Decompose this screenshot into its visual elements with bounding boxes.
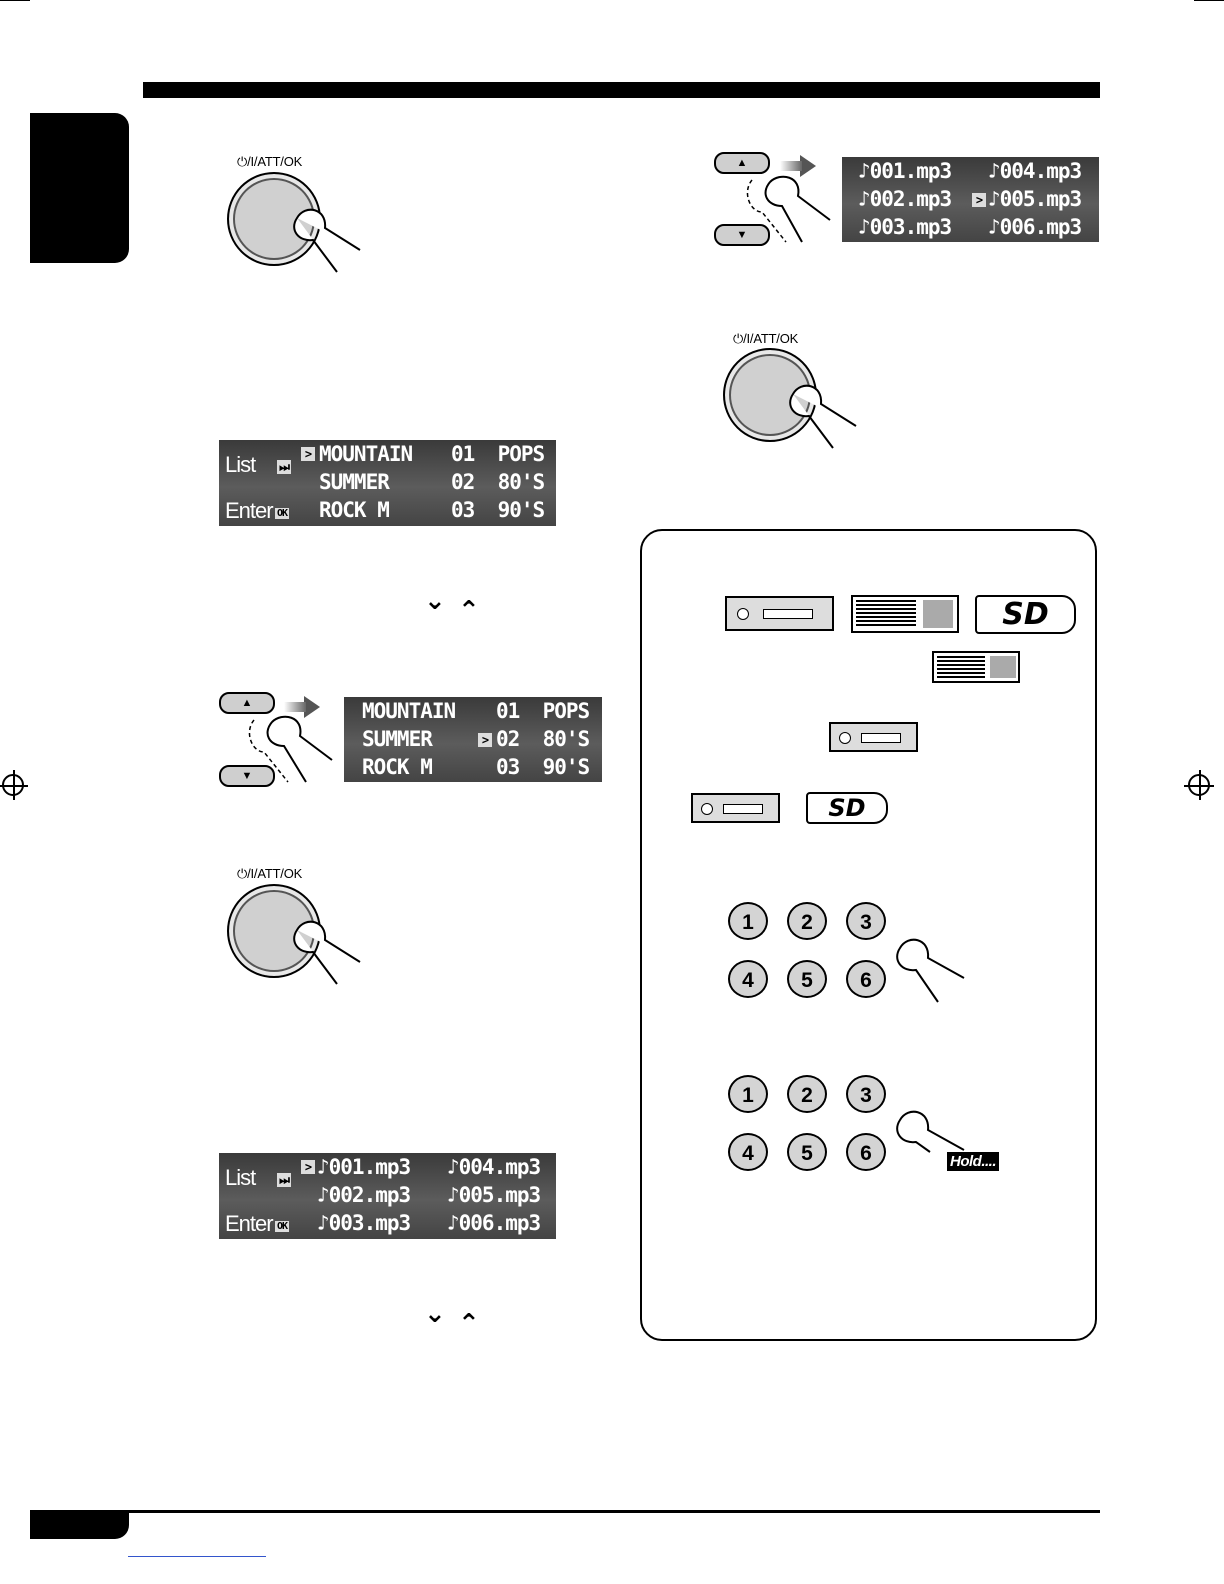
down-button[interactable]: ▼ [219,765,275,787]
chevron-up-icon: ⌃ [458,596,480,626]
lcd-file-name: ♪004.mp3 [447,1155,541,1179]
cd-slot-icon [725,596,834,631]
up-button[interactable]: ▲ [219,692,275,714]
up-button[interactable]: ▲ [714,152,770,174]
lcd-list-label: List [225,452,256,477]
lcd-file-list: List Enter OK ⏭ > ♪001.mp3 ♪002.mp3 ♪003… [219,1153,556,1239]
preset-button-1[interactable]: 1 [728,902,768,940]
preset-button-5[interactable]: 5 [787,1133,827,1171]
lcd-file-name: ♪001.mp3 [317,1155,411,1179]
lcd-file-name: ♪002.mp3 [317,1183,411,1207]
ok-badge: OK [275,1221,290,1232]
lcd-folder-list-small: MOUNTAIN SUMMER ROCK M > 01 POPS 02 80'S… [344,697,602,782]
preset-button-3[interactable]: 3 [846,1075,886,1113]
crop-mark [0,0,30,1]
lcd-file-name: ♪005.mp3 [988,187,1082,211]
lcd-folder-name: ROCK M [362,755,433,779]
lcd-file-name: ♪005.mp3 [447,1183,541,1207]
sd-card-icon: SD [806,792,888,824]
finger-icon [746,175,831,243]
finger-icon [248,715,333,783]
finger-icon [896,938,965,1003]
usb-memory-icon [932,651,1020,683]
lcd-folder-name: 03 90'S [496,755,590,779]
chevron-up-icon: ⌃ [458,1309,480,1339]
cd-slot-icon [829,722,918,752]
lcd-folder-name: SUMMER [319,470,390,494]
selection-cursor-icon: > [972,193,986,207]
registration-mark-icon [1184,770,1214,800]
selection-cursor-icon: > [301,1160,315,1174]
skip-icon: ⏭ [277,1173,291,1187]
usb-memory-icon [851,595,959,633]
preset-button-1[interactable]: 1 [728,1075,768,1113]
knob-label: ⏻/I/ATT/OK [733,331,799,346]
hold-badge: Hold.... [947,1152,999,1171]
arrow-right-icon-tail [780,161,802,171]
preset-button-6[interactable]: 6 [846,1133,886,1171]
language-tab [30,113,129,263]
preset-button-4[interactable]: 4 [728,960,768,998]
chevron-down-icon: ⌄ [424,1299,446,1329]
selection-cursor-icon: > [478,733,492,747]
sd-card-icon: SD [975,595,1076,634]
lcd-list-label: List [225,1165,256,1190]
lcd-folder-name: 01 POPS [496,699,590,723]
knob-label: ⏻/I/ATT/OK [237,154,303,169]
footer-link-underline [128,1556,266,1557]
crop-mark [1194,0,1224,1]
footer-rule [30,1510,1100,1513]
lcd-file-name: ♪002.mp3 [858,187,952,211]
lcd-folder-list: List Enter OK ⏭ > MOUNTAIN SUMMER ROCK M… [219,440,556,526]
preset-button-4[interactable]: 4 [728,1133,768,1171]
lcd-file-name: ♪001.mp3 [858,159,952,183]
lcd-folder-name: ROCK M [319,498,390,522]
finger-icon [293,920,361,985]
lcd-enter-label: Enter [225,1211,274,1236]
lcd-folder-name: 01 POPS [451,442,545,466]
lcd-file-name: ♪004.mp3 [988,159,1082,183]
preset-button-2[interactable]: 2 [787,1075,827,1113]
cd-slot-icon [691,793,780,823]
lcd-folder-name: 03 90'S [451,498,545,522]
lcd-folder-name: SUMMER [362,727,433,751]
selection-cursor-icon: > [301,447,315,461]
preset-button-5[interactable]: 5 [787,960,827,998]
lcd-file-name: ♪003.mp3 [858,215,952,239]
skip-icon: ⏭ [277,460,291,474]
lcd-file-name: ♪003.mp3 [317,1211,411,1235]
knob-label: ⏻/I/ATT/OK [237,866,303,881]
info-box [640,529,1097,1341]
lcd-folder-name: 02 80'S [496,727,590,751]
finger-icon [896,1110,965,1153]
preset-button-6[interactable]: 6 [846,960,886,998]
lcd-file-name: ♪006.mp3 [988,215,1082,239]
chevron-down-icon: ⌄ [424,586,446,616]
lcd-file-name: ♪006.mp3 [447,1211,541,1235]
preset-button-3[interactable]: 3 [846,902,886,940]
lcd-folder-name: MOUNTAIN [319,442,413,466]
ok-badge: OK [275,508,290,519]
lcd-folder-name: MOUNTAIN [362,699,456,723]
lcd-folder-name: 02 80'S [451,470,545,494]
finger-icon [789,384,857,449]
down-button[interactable]: ▼ [714,224,770,246]
finger-icon [293,208,361,273]
arrow-right-icon [800,155,816,177]
lcd-file-list-small: ♪001.mp3 ♪002.mp3 ♪003.mp3 > ♪004.mp3 ♪0… [842,157,1099,242]
arrow-right-icon-tail [284,702,306,712]
header-bar [143,82,1100,98]
lcd-enter-label: Enter [225,498,274,523]
preset-button-2[interactable]: 2 [787,902,827,940]
registration-mark-icon [0,770,28,800]
page-number-tab [30,1513,129,1539]
arrow-right-icon [304,696,320,718]
